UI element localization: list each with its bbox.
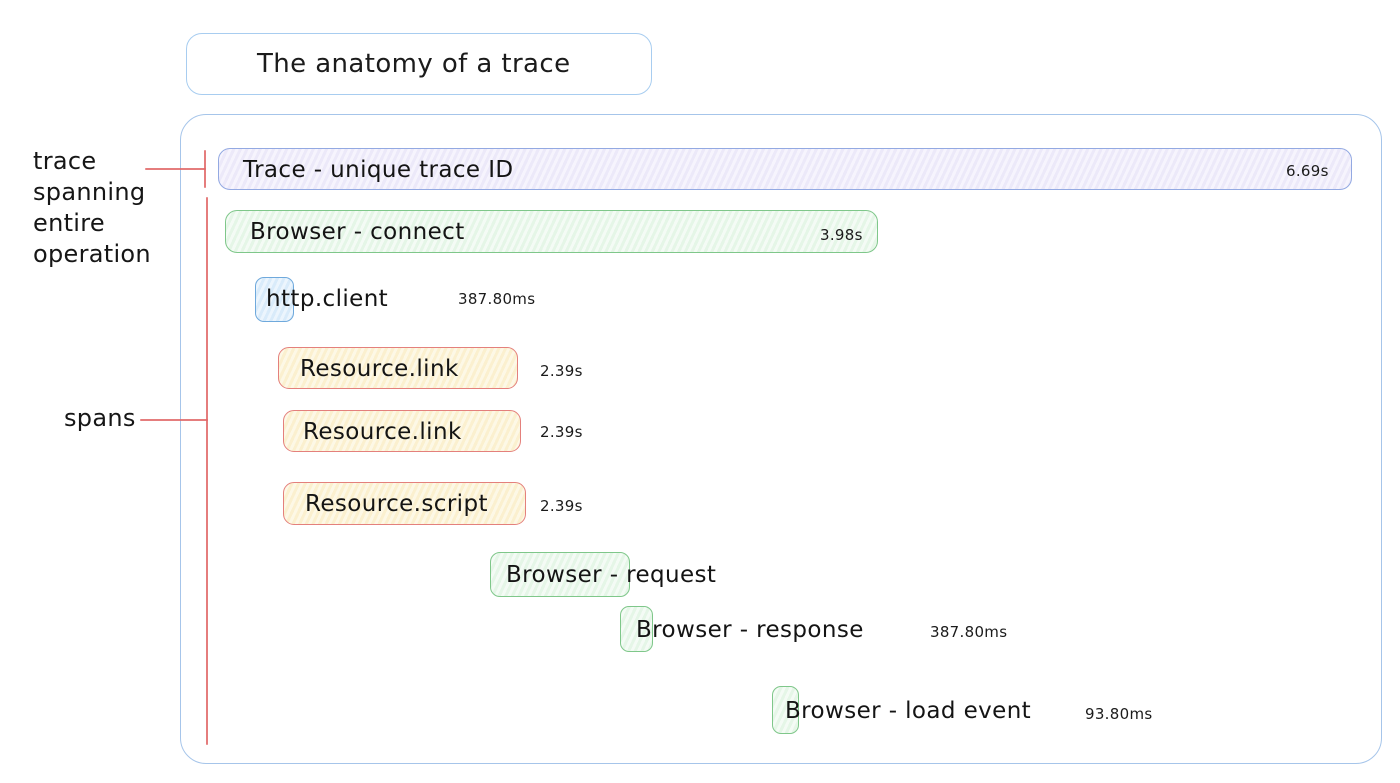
span-duration-trace: 6.69s [1286,162,1329,180]
spans-bracket-line [206,197,208,745]
span-bar-browser-connect [225,210,878,253]
span-bar-browser-response [620,606,653,652]
span-label-resource-link-1: Resource.link [300,356,459,382]
span-bar-resource-script [283,482,526,525]
span-bar-browser-request [490,552,630,597]
span-bar-browser-load-event [772,686,799,734]
span-label-browser-response: Browser - response [636,617,864,643]
span-duration-browser-connect: 3.98s [820,226,863,244]
span-bar-trace [218,148,1352,190]
spans-annotation-line [140,419,208,421]
annotation-spans: spans [64,404,136,432]
span-duration-browser-load-event: 93.80ms [1085,705,1153,723]
span-label-resource-script: Resource.script [305,491,488,517]
span-label-http-client: http.client [266,286,389,312]
span-bar-resource-link-2 [283,410,521,452]
diagram-title: The anatomy of a trace [257,49,571,79]
trace-annotation-line [145,168,206,170]
span-duration-http-client: 387.80ms [458,290,536,308]
span-bar-resource-link-1 [278,347,518,389]
annotation-trace-spanning: trace spanning entire operation [33,147,151,268]
span-label-browser-load-event: Browser - load event [785,698,1032,724]
span-label-trace: Trace - unique trace ID [243,157,514,183]
span-label-browser-request: Browser - request [506,562,717,588]
span-duration-resource-script: 2.39s [540,497,583,515]
span-duration-resource-link-2: 2.39s [540,423,583,441]
span-duration-browser-response: 387.80ms [930,623,1008,641]
span-bar-http-client [255,277,294,322]
span-label-resource-link-2: Resource.link [303,419,462,445]
span-label-browser-connect: Browser - connect [250,219,465,245]
title-box: The anatomy of a trace [186,33,652,95]
span-duration-resource-link-1: 2.39s [540,362,583,380]
trace-annotation-tick [204,150,206,188]
